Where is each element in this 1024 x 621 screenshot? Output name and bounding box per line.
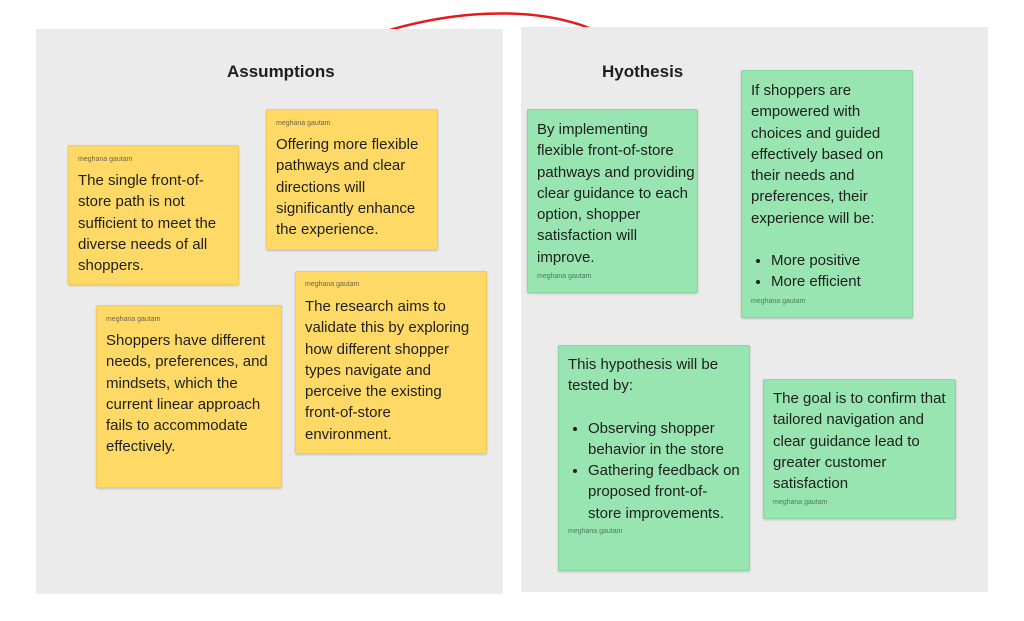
note-text: The single front-of-store path is not su…: [78, 172, 217, 275]
note-text-line: By implementing: [537, 121, 648, 138]
note-author: meghana gautam: [568, 528, 623, 536]
note-author: meghana gautam: [276, 120, 331, 127]
note-text: If shoppers are empowered with choices a…: [751, 82, 884, 227]
note-text: By implementing flexible front-of-store …: [537, 119, 697, 268]
sticky-note-assumption-1[interactable]: meghana gautam The single front-of-store…: [68, 145, 239, 285]
sticky-note-hypothesis-4[interactable]: The goal is to confirm that tailored nav…: [763, 379, 956, 519]
note-author: meghana gautam: [751, 297, 806, 305]
assumptions-title: Assumptions: [227, 62, 335, 81]
note-author: meghana gautam: [773, 499, 828, 507]
note-author: meghana gautam: [106, 316, 161, 323]
bullet-list: More positive More efficient: [751, 250, 903, 293]
note-text-line: flexible front-of-store: [537, 142, 674, 160]
note-text-line: option, shopper: [537, 206, 641, 224]
note-text-line: pathways and providing: [537, 163, 695, 181]
sticky-note-assumption-4[interactable]: meghana gautam The research aims to vali…: [295, 271, 487, 454]
sticky-note-hypothesis-1[interactable]: By implementing flexible front-of-store …: [527, 109, 698, 293]
note-text: The research aims to validate this by ex…: [305, 298, 470, 443]
note-text: Offering more flexible pathways and clea…: [276, 136, 419, 239]
note-text: The goal is to confirm that tailored nav…: [773, 390, 946, 493]
sticky-note-hypothesis-2[interactable]: If shoppers are empowered with choices a…: [741, 70, 913, 318]
hypothesis-title: Hyothesis: [602, 62, 684, 81]
note-text-line: satisfaction will: [537, 227, 638, 245]
sticky-note-assumption-3[interactable]: meghana gautam Shoppers have different n…: [96, 305, 282, 488]
note-text-line: improve.: [537, 248, 595, 266]
sticky-note-hypothesis-3[interactable]: This hypothesis will be tested by: Obser…: [558, 345, 750, 571]
note-author: meghana gautam: [537, 273, 592, 281]
sticky-note-assumption-2[interactable]: meghana gautam Offering more flexible pa…: [266, 109, 438, 250]
note-text: This hypothesis will be tested by:: [568, 356, 719, 395]
note-text: Shoppers have different needs, preferenc…: [106, 332, 268, 456]
note-author: meghana gautam: [305, 281, 360, 288]
bullet-item: More efficient: [771, 271, 903, 292]
bullet-item: Observing shopper behavior in the store: [588, 418, 740, 461]
bullet-item: More positive: [771, 250, 903, 271]
bullet-item: Gathering feedback on proposed front-of-…: [588, 460, 740, 524]
note-text-line: clear guidance to each: [537, 184, 688, 202]
bullet-list: Observing shopper behavior in the store …: [568, 418, 740, 524]
note-author: meghana gautam: [78, 156, 133, 163]
